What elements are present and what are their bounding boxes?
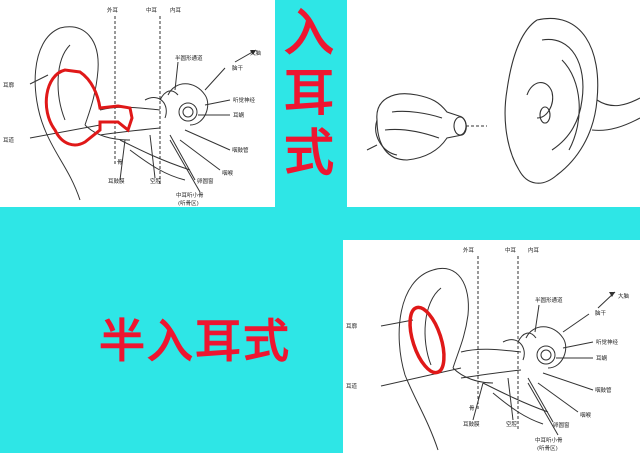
ear-diagram-in-ear-panel: 外耳 中耳 内耳 半圆形通道 大脑 脑干 听觉神经 耳廓 耳蜗 耳道 咽鼓管 咽… [0, 0, 275, 207]
label-cochlea: 耳蜗 [596, 354, 608, 362]
label-ossicles-note: (听骨区) [537, 444, 558, 452]
label-cavity: 空腔 [150, 177, 162, 185]
label-semicircular-canals: 半圆形通道 [535, 296, 563, 304]
label-bone: 骨 [117, 159, 123, 166]
half-in-ear-highlight-outline [408, 305, 446, 375]
earbud-sketch-panel [347, 0, 640, 207]
title-in-ear-char-2: 耳 [284, 64, 334, 122]
title-in-ear-char-3: 式 [284, 124, 334, 182]
label-ossicles: 中耳听小骨 [535, 436, 563, 444]
title-in-ear: 入 耳 式 [280, 8, 338, 178]
label-middle-ear: 中耳 [505, 246, 517, 254]
label-eardrum: 耳鼓膜 [463, 420, 480, 428]
ear-anatomy-diagram-bottom: 外耳 中耳 内耳 半圆形通道 大脑 脑干 听觉神经 耳廓 耳蜗 耳道 咽鼓管 咽… [346, 246, 630, 452]
label-middle-ear: 中耳 [146, 6, 158, 14]
label-brain-stem: 脑干 [595, 309, 607, 317]
label-auditory-nerve: 听觉神经 [233, 96, 256, 104]
in-ear-highlight-outline [44, 68, 134, 147]
label-round-window: 卵圆窗 [553, 421, 570, 429]
label-semicircular-canals: 半圆形通道 [175, 54, 203, 62]
label-brain-stem: 脑干 [232, 64, 244, 72]
label-ossicles-note: (听骨区) [178, 199, 199, 207]
label-pinna: 耳廓 [3, 81, 15, 89]
label-cochlea: 耳蜗 [233, 111, 245, 119]
label-cavity: 空腔 [506, 420, 518, 428]
label-pharynx: 咽喉 [222, 169, 234, 177]
label-eustachian-tube: 咽鼓管 [232, 146, 249, 154]
label-eardrum: 耳鼓膜 [108, 177, 125, 185]
ear-diagram-half-in-ear-panel: 外耳 中耳 内耳 半圆形通道 大脑 脑干 听觉神经 耳廓 耳蜗 耳道 咽鼓管 咽… [343, 240, 640, 453]
label-inner-ear: 内耳 [528, 246, 540, 254]
label-outer-ear: 外耳 [463, 246, 475, 254]
label-ossicles: 中耳听小骨 [176, 191, 204, 199]
ear-anatomy-diagram-top: 外耳 中耳 内耳 半圆形通道 大脑 脑干 听觉神经 耳廓 耳蜗 耳道 咽鼓管 咽… [3, 6, 262, 207]
label-outer-ear: 外耳 [107, 6, 119, 14]
label-inner-ear: 内耳 [170, 6, 182, 14]
label-bone: 骨 [469, 405, 475, 412]
label-pinna: 耳廓 [346, 322, 358, 330]
label-auditory-nerve: 听觉神经 [596, 338, 619, 346]
label-ear-canal: 耳道 [346, 382, 358, 390]
label-ear-canal: 耳道 [3, 136, 15, 144]
title-in-ear-char-1: 入 [284, 4, 334, 62]
title-half-in-ear: 半入耳式 [99, 314, 291, 368]
label-eustachian-tube: 咽鼓管 [595, 386, 612, 394]
label-brain: 大脑 [250, 49, 262, 57]
label-round-window: 卵圆窗 [197, 177, 214, 185]
earbud-and-ear-sketch [366, 17, 640, 184]
label-pharynx: 咽喉 [580, 411, 592, 419]
label-brain: 大脑 [618, 292, 630, 300]
